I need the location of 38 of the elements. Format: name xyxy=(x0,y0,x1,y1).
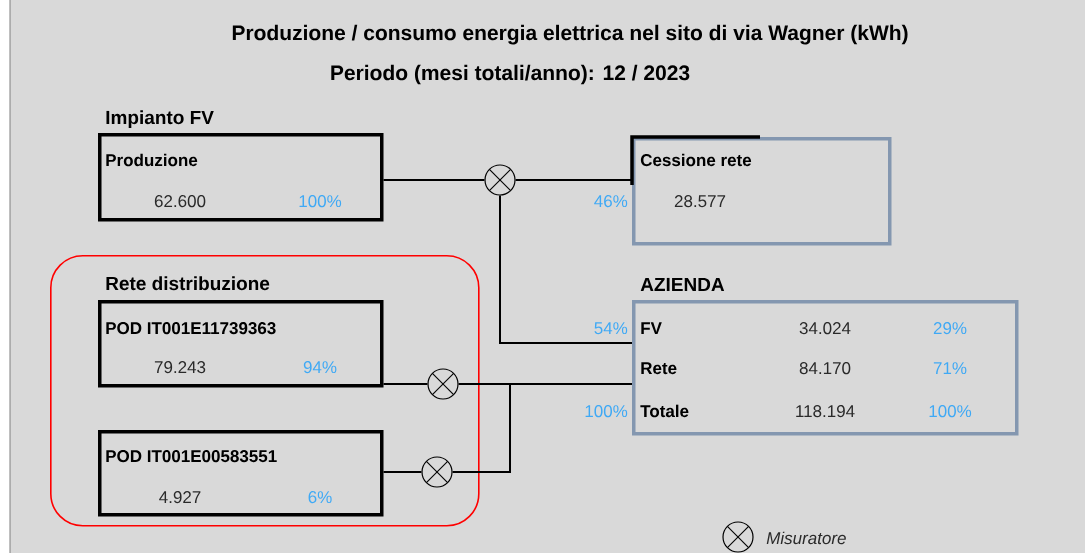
meter-symbol xyxy=(421,456,453,488)
percentage: 46% xyxy=(594,195,628,208)
connector-line xyxy=(382,471,423,473)
percentage: 71% xyxy=(933,362,967,375)
percentage: 100% xyxy=(929,405,972,418)
value: 84.170 xyxy=(799,362,851,375)
percentage: 94% xyxy=(303,361,337,374)
value: 62.600 xyxy=(154,195,206,208)
connector-line xyxy=(514,179,633,181)
subtitle: Periodo (mesi totali/anno): 12 / 2023 xyxy=(331,64,690,85)
box-title: POD IT001E00583551 xyxy=(106,450,277,463)
row-label: Rete xyxy=(641,362,677,375)
value: 79.243 xyxy=(154,361,206,374)
box-title: Cessione rete xyxy=(640,153,752,167)
percentage: 54% xyxy=(594,322,628,335)
value: 118.194 xyxy=(796,405,855,418)
group-heading: AZIENDA xyxy=(640,277,725,291)
percentage: 100% xyxy=(585,405,628,418)
legend-label: Misuratore xyxy=(766,531,846,545)
value: 34.024 xyxy=(799,322,851,335)
box-title: POD IT001E11739363 xyxy=(106,322,276,335)
connector-line xyxy=(451,383,633,473)
title: Produzione / consumo energia elettrica nel sito di via Wagner (kWh) xyxy=(232,24,908,45)
meter-symbol xyxy=(484,164,516,196)
value: 28.577 xyxy=(674,195,726,208)
row-label: FV xyxy=(641,322,662,334)
row-label: Totale xyxy=(640,404,689,418)
box-title: Produzione xyxy=(106,153,198,167)
percentage: 6% xyxy=(308,491,332,504)
connector-line xyxy=(382,179,486,181)
connector-line xyxy=(499,194,633,344)
group-heading: Impianto FV xyxy=(106,110,214,128)
percentage: 29% xyxy=(933,322,967,335)
connector-line xyxy=(382,383,429,385)
group-heading: Rete distribuzione xyxy=(106,276,270,291)
percentage: 100% xyxy=(299,195,342,208)
meter-symbol xyxy=(427,368,459,400)
value: 4.927 xyxy=(159,491,201,504)
